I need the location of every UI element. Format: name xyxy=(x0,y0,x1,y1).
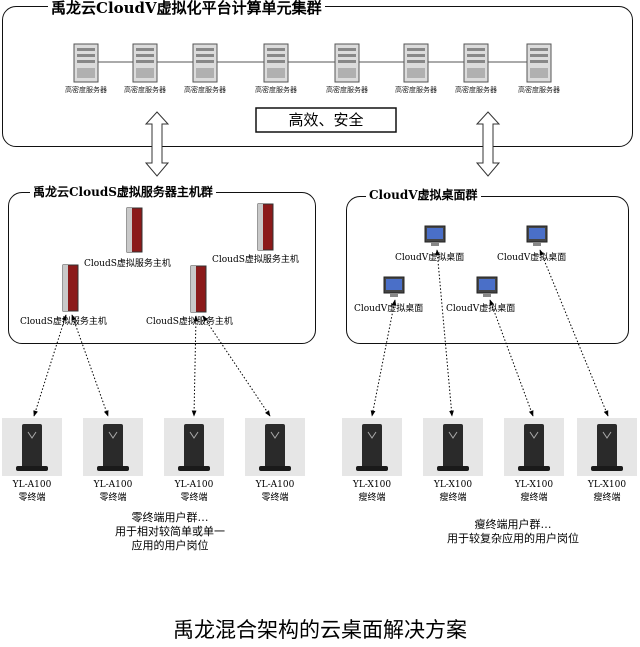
thin-client-type: 瘦终端 xyxy=(593,493,621,503)
zero-client-device-icon xyxy=(164,418,224,476)
connector-line xyxy=(71,314,109,417)
thin-client-devices xyxy=(342,418,637,476)
compute-cluster-title: 禹龙云CloudV虚拟化平台计算单元集群 xyxy=(48,1,325,16)
thin-client-model: YL-X100 xyxy=(587,480,627,490)
thin-client-device-icon xyxy=(423,418,483,476)
server-label: 高密度服务器 xyxy=(455,86,497,94)
footer-title: 禹龙混合架构的云桌面解决方案 xyxy=(173,618,467,642)
server-label: 高密度服务器 xyxy=(518,86,560,94)
zero-client-type: 零终端 xyxy=(180,493,208,503)
double-arrow-right-icon xyxy=(475,111,501,177)
server-label: 高密度服务器 xyxy=(124,86,166,94)
zero-client-device-icon xyxy=(245,418,305,476)
connector-line xyxy=(489,299,534,417)
zero-caption-line: 用于相对较简单或单一 xyxy=(115,525,225,538)
connector-line xyxy=(202,315,271,417)
host-label: CloudS虚拟服务主机 xyxy=(146,317,233,327)
thin-client-model: YL-X100 xyxy=(352,480,392,490)
zero-client-model: YL-A100 xyxy=(12,480,52,490)
thin-client-type: 瘦终端 xyxy=(358,493,386,503)
host-tower-icon xyxy=(126,207,143,253)
desktop-label: CloudV虚拟桌面 xyxy=(395,253,465,263)
server-label: 高密度服务器 xyxy=(255,86,297,94)
zero-caption-line: 应用的用户岗位 xyxy=(131,539,209,552)
desktop-monitor-icon xyxy=(526,225,548,246)
zero-client-type: 零终端 xyxy=(261,493,289,503)
desktop-cluster-panel xyxy=(346,196,629,344)
thin-client-device-icon xyxy=(504,418,564,476)
server-icon xyxy=(403,43,429,83)
thin-client-type: 瘦终端 xyxy=(520,493,548,503)
zero-client-type: 零终端 xyxy=(99,493,127,503)
server-icon xyxy=(192,43,218,83)
host-tower-icon xyxy=(257,203,274,251)
server-label: 高密度服务器 xyxy=(65,86,107,94)
server-icon xyxy=(132,43,158,83)
server-label: 高密度服务器 xyxy=(326,86,368,94)
zero-client-device-icon xyxy=(83,418,143,476)
host-tower-icon xyxy=(62,264,79,312)
zero-client-model: YL-A100 xyxy=(174,480,214,490)
server-label: 高密度服务器 xyxy=(395,86,437,94)
banner-box xyxy=(255,107,397,133)
thin-client-caption: 瘦终端用户群… 用于较复杂应用的用户岗位 xyxy=(418,518,608,546)
desktop-label: CloudV虚拟桌面 xyxy=(497,253,567,263)
desktop-label: CloudV虚拟桌面 xyxy=(354,304,424,314)
thin-client-device-icon xyxy=(342,418,402,476)
server-icon xyxy=(73,43,99,83)
server-icon xyxy=(263,43,289,83)
host-cluster-title: 禹龙云CloudS虚拟服务器主机群 xyxy=(30,186,216,198)
server-icon xyxy=(334,43,360,83)
server-icon xyxy=(463,43,489,83)
double-arrow-left-icon xyxy=(144,111,170,177)
server-label: 高密度服务器 xyxy=(184,86,226,94)
thin-client-device-icon xyxy=(577,418,637,476)
server-icon xyxy=(526,43,552,83)
desktop-monitor-icon xyxy=(383,276,405,297)
connector-line xyxy=(435,249,454,417)
desktop-monitor-icon xyxy=(476,276,498,297)
zero-client-devices xyxy=(2,418,305,476)
desktop-monitor-icon xyxy=(424,225,446,246)
thin-client-model: YL-X100 xyxy=(433,480,473,490)
host-label: CloudS虚拟服务主机 xyxy=(20,317,107,327)
zero-client-type: 零终端 xyxy=(18,493,46,503)
connector-line xyxy=(33,314,67,417)
zero-client-model: YL-A100 xyxy=(93,480,133,490)
thin-caption-line: 用于较复杂应用的用户岗位 xyxy=(447,532,579,545)
connector-line xyxy=(370,299,397,417)
desktop-cluster-title: CloudV虚拟桌面群 xyxy=(366,189,481,201)
zero-client-device-icon xyxy=(2,418,62,476)
thin-client-model: YL-X100 xyxy=(514,480,554,490)
thin-caption-line: 瘦终端用户群… xyxy=(474,518,552,531)
host-label: CloudS虚拟服务主机 xyxy=(84,259,171,269)
thin-client-type: 瘦终端 xyxy=(439,493,467,503)
server-icons xyxy=(73,43,552,83)
host-label: CloudS虚拟服务主机 xyxy=(212,255,299,265)
connector-line xyxy=(191,315,199,417)
connector-line xyxy=(539,249,609,417)
zero-caption-line: 零终端用户群… xyxy=(131,511,209,524)
banner-text: 高效、安全 xyxy=(288,111,364,129)
desktop-label: CloudV虚拟桌面 xyxy=(446,304,516,314)
zero-client-caption: 零终端用户群… 用于相对较简单或单一 应用的用户岗位 xyxy=(95,511,245,553)
host-tower-icon xyxy=(190,265,207,313)
zero-client-model: YL-A100 xyxy=(255,480,295,490)
